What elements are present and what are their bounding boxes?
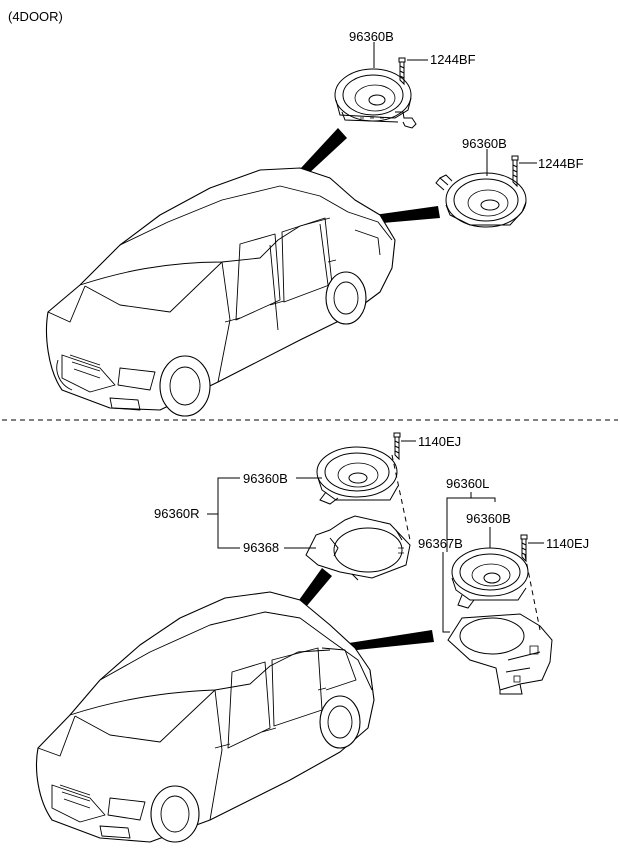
label-assembly-left: 96360L [446,476,489,491]
bracket-left-drawing [447,613,553,695]
screw-icon [393,432,401,461]
label-speaker-right: 96360B [243,471,288,486]
label-assembly-right: 96360R [154,506,200,521]
bracket-right-drawing [305,515,411,581]
screw-icon [398,57,406,86]
rear-speaker-lower-drawing [435,172,527,228]
screw-icon [511,155,519,188]
screw-icon [520,534,528,563]
hatchback-car-drawing [35,591,375,843]
speaker-right-drawing [316,446,399,505]
label-screw-right: 1140EJ [418,434,461,449]
label-rear-speaker-upper: 96360B [349,29,394,44]
label-speaker-left: 96360B [466,511,511,526]
pointer-wedge [336,630,434,652]
label-rear-speaker-lower: 96360B [462,136,507,151]
label-bracket-right: 96368 [243,540,279,555]
label-rear-screw-lower: 1244BF [538,156,584,171]
label-rear-screw-upper: 1244BF [430,52,476,67]
label-screw-left: 1140EJ [546,536,589,551]
rear-speaker-upper-drawing [334,68,417,129]
speaker-left-drawing [451,547,529,609]
variant-title-4door: (4DOOR) [8,9,63,24]
sedan-car-drawing [46,167,396,417]
label-bracket-left: 96367B [418,536,463,551]
